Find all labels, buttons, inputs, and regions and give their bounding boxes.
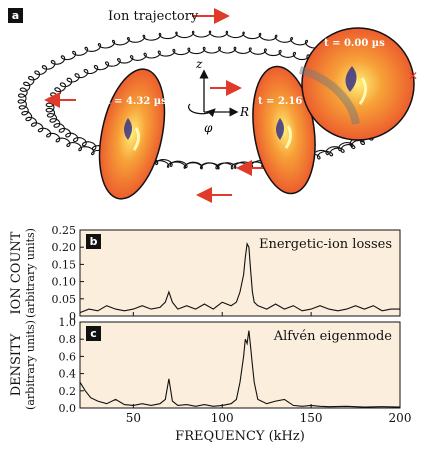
plot-area [79, 321, 401, 409]
x-tick-label: 150 [300, 411, 323, 425]
axis-phi-label: φ [204, 121, 213, 135]
y-tick-label: 0.8 [59, 333, 77, 346]
y-tick-label: 0.10 [52, 276, 77, 289]
series-line [79, 330, 401, 408]
x-axis-label: FREQUENCY (kHz) [175, 429, 305, 444]
y-tick-label: 0.4 [59, 368, 77, 381]
y-axis-label: ION COUNT [9, 231, 24, 314]
panel-annotation: Alfvén eigenmode [273, 329, 393, 344]
x-tick-label: 50 [126, 411, 141, 425]
y-tick-label: 0.0 [59, 402, 77, 415]
x-tick-label: 200 [389, 411, 412, 425]
y-tick-label: 0.6 [59, 350, 77, 363]
snapshot-left-time: t = 4.32 µs [106, 96, 167, 107]
y-tick-label: 1.0 [59, 316, 77, 329]
snapshot-middle: t = 2.16 µs [252, 65, 319, 195]
snapshot-left: t = 4.32 µs [98, 68, 167, 200]
panel-c-label: c [86, 326, 101, 341]
panel-annotation: Energetic-ion losses [259, 237, 392, 252]
y-tick-label: 0 [69, 310, 76, 323]
snapshot-right-time: t = 0.00 µs [324, 38, 385, 49]
loss-marker-icon: ✕ [408, 69, 418, 83]
y-axis-sublabel: (arbitrary units) [24, 228, 37, 318]
plot-area [79, 229, 401, 317]
panel-a-label: a [8, 8, 23, 23]
y-tick-label: 0.15 [52, 258, 77, 271]
coordinate-axes: z R φ [187, 57, 249, 135]
snapshot-middle-time: t = 2.16 µs [258, 96, 319, 107]
y-tick-label: 0.25 [52, 224, 77, 237]
series-line [79, 242, 400, 314]
y-axis-label: DENSITY [9, 333, 24, 396]
y-tick-label: 0.2 [59, 385, 77, 398]
axis-R-label: R [239, 105, 249, 119]
axis-z-label: z [195, 57, 203, 71]
x-tick-label: 100 [211, 411, 234, 425]
panel-b-label: b [86, 234, 101, 249]
y-axis-sublabel: (arbitrary units) [24, 320, 37, 410]
trajectory-label: Ion trajectory [108, 9, 199, 24]
y-tick-label: 0.05 [52, 293, 77, 306]
y-tick-label: 0.20 [52, 241, 77, 254]
snapshot-right: t = 0.00 µs [298, 27, 415, 141]
